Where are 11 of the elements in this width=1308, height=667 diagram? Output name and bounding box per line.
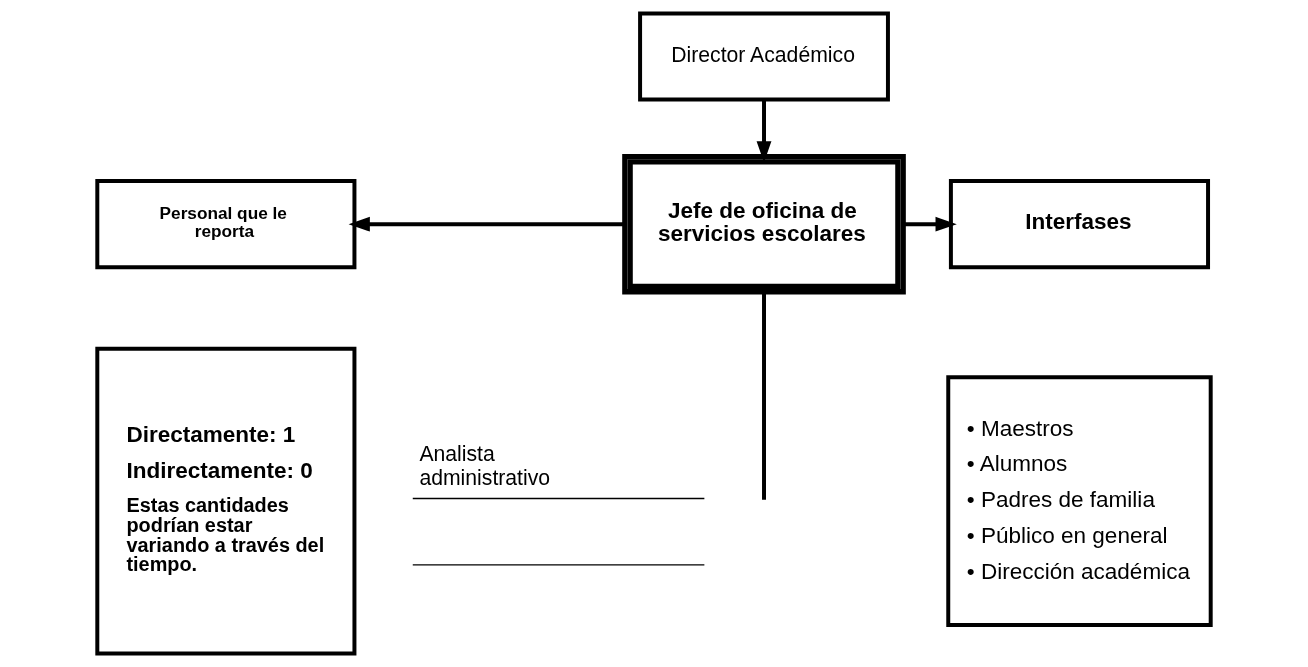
node-box: Interfases [948, 179, 1211, 270]
arrow [903, 216, 957, 232]
node-box: Directamente: 1 Indirectamente: 0 Estas cantidades podrían estar variando a través del tiempo. [95, 346, 357, 656]
node-box: Director Académico [638, 11, 890, 102]
node-box: Jefe de oficina de servicios escolares [622, 153, 906, 295]
node-box: Personal que le reporta [95, 179, 357, 270]
arrow [348, 216, 625, 232]
label: Analista administrativo [419, 442, 551, 489]
arrow [756, 99, 772, 163]
node-box: • Maestros • Alumnos • Padres de familia • Público en general • Dirección académica [946, 375, 1213, 628]
connector [762, 291, 766, 500]
